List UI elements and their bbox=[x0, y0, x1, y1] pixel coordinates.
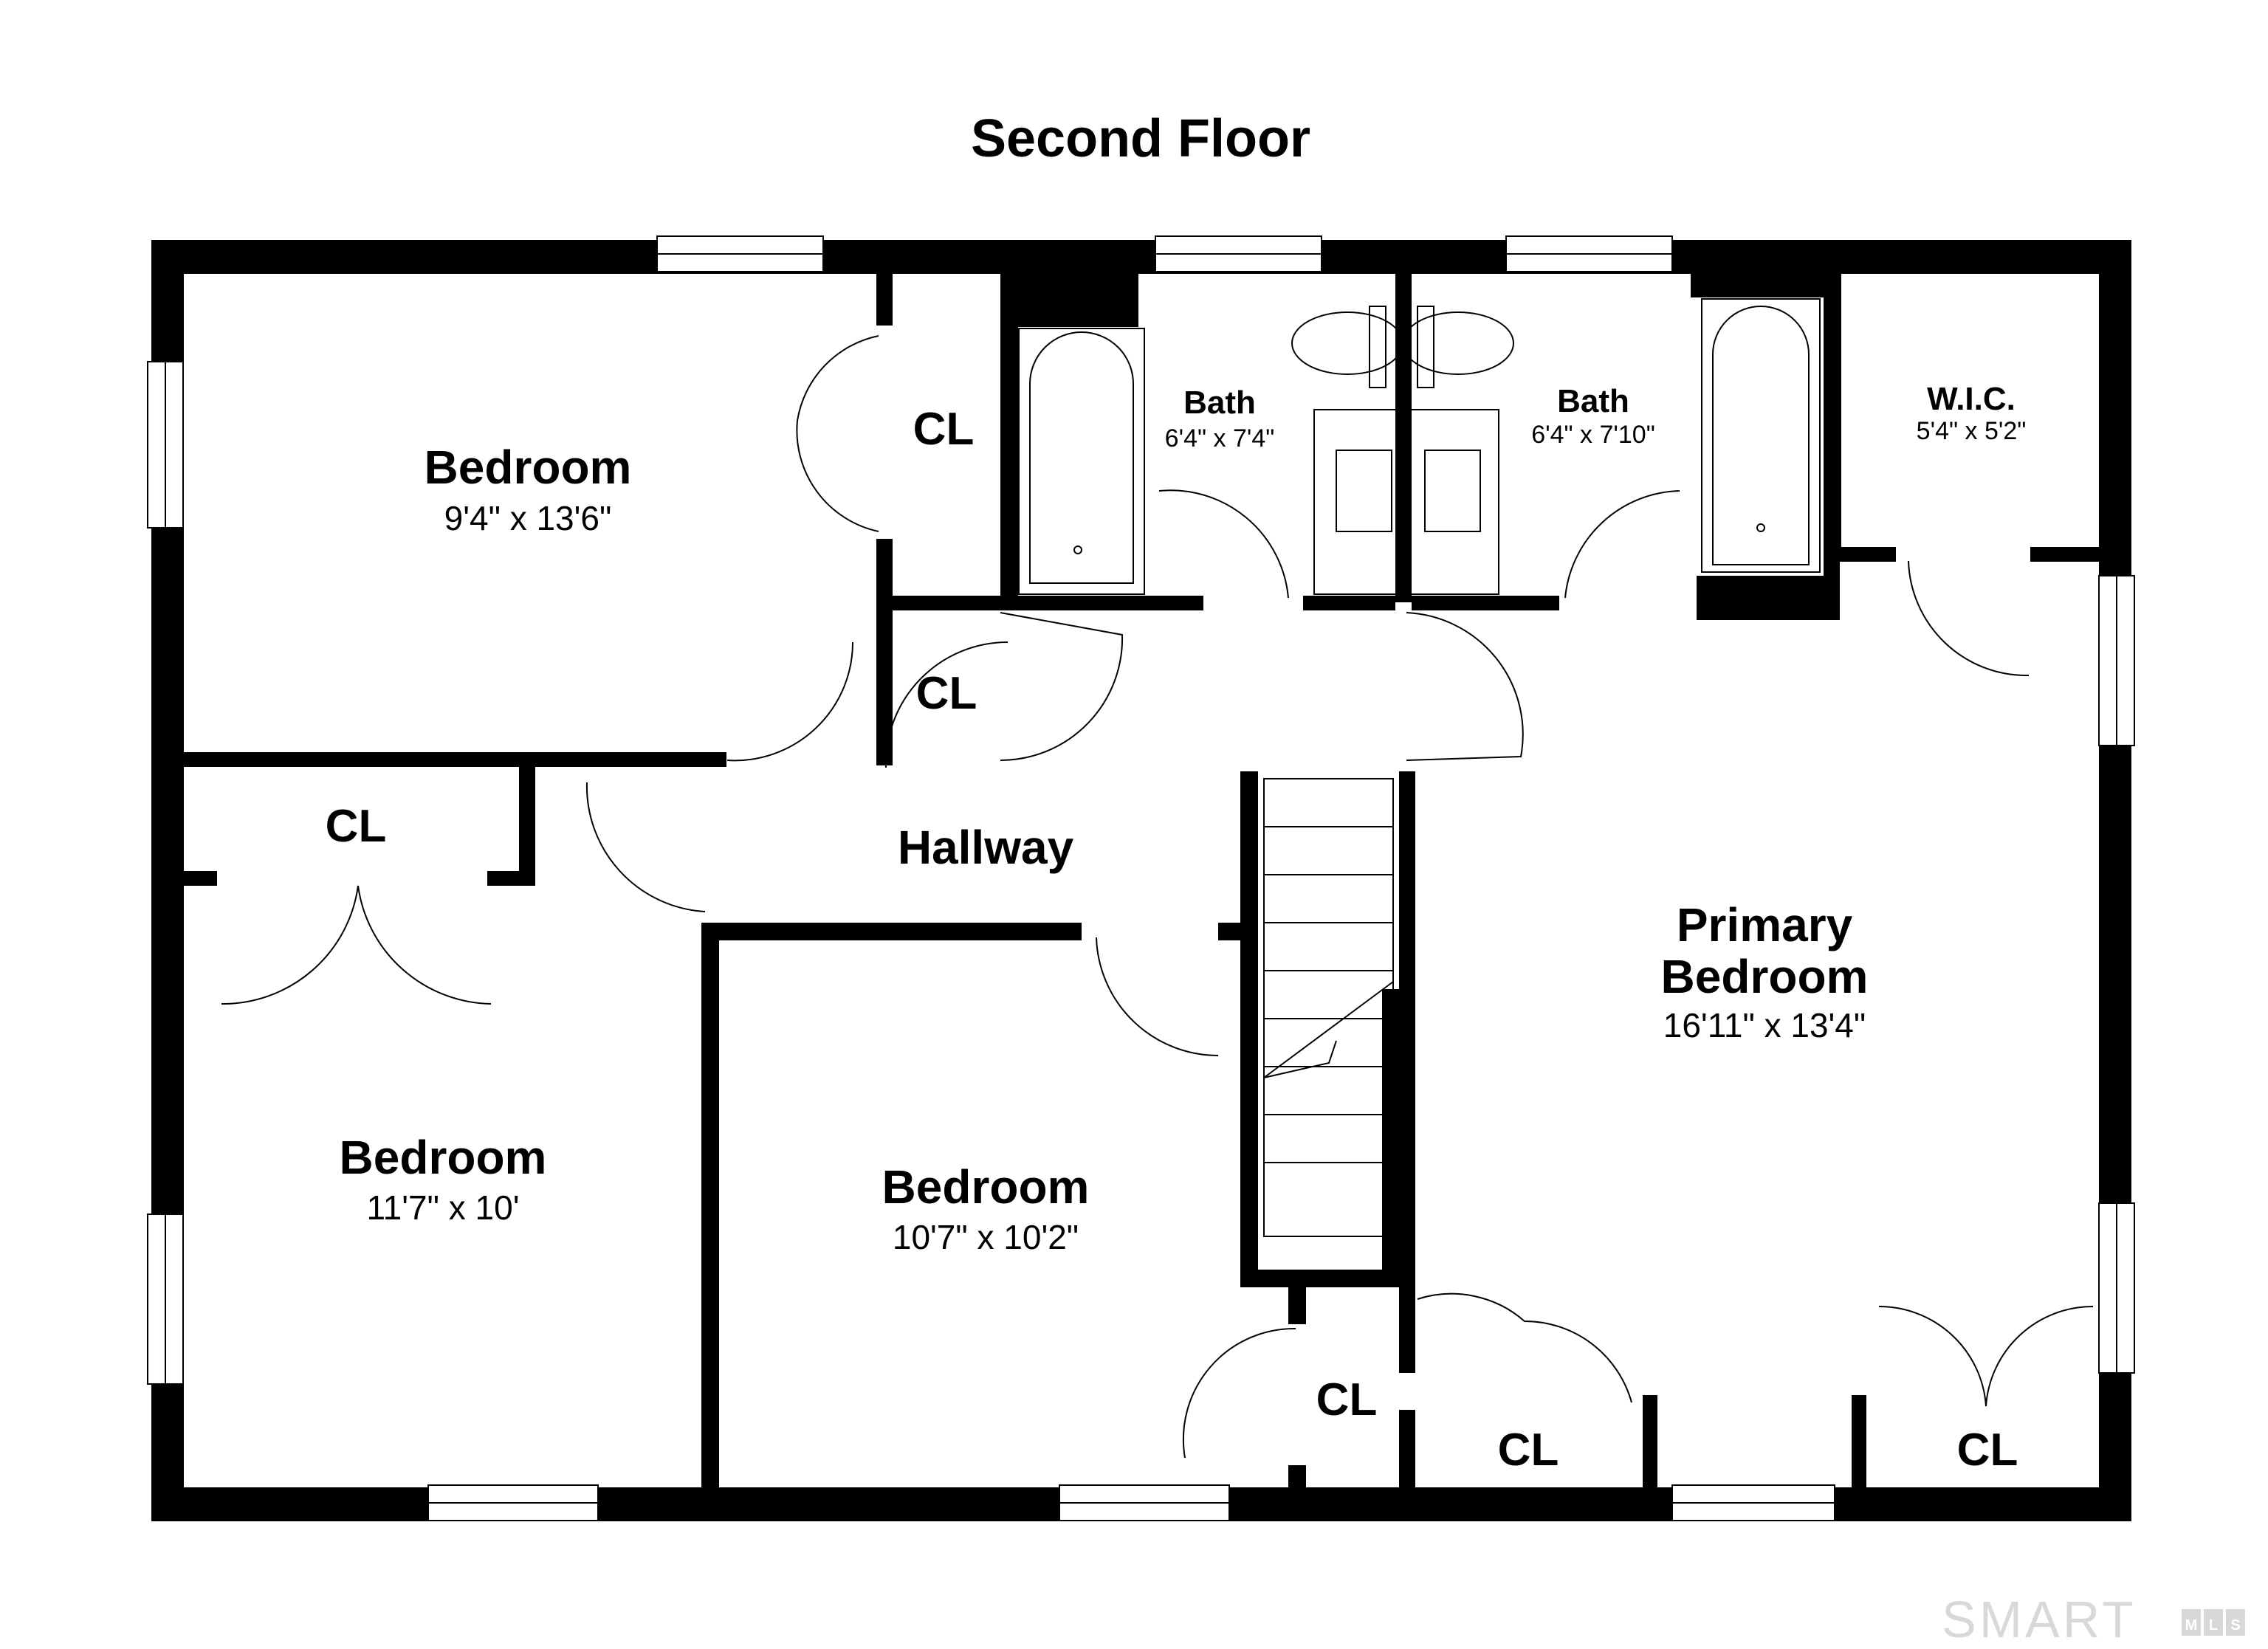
room-name-bedroom-s: Bedroom bbox=[882, 1160, 1090, 1213]
room-labels: Bedroom 9'4" x 13'6" Bath 6'4" x 7'4" Ba… bbox=[326, 381, 2027, 1476]
room-name-wic: W.I.C. bbox=[1927, 381, 2016, 417]
smart-mls-watermark: SMART M L S bbox=[1942, 1591, 2245, 1648]
room-name-primary-line1: Primary bbox=[1677, 898, 1853, 951]
closet-label: CL bbox=[1957, 1425, 2018, 1476]
closet-label: CL bbox=[1498, 1425, 1559, 1476]
room-name-bath-1: Bath bbox=[1183, 385, 1256, 421]
room-dims-bedroom-nw: 9'4" x 13'6" bbox=[444, 499, 612, 537]
closet-label: CL bbox=[913, 404, 975, 455]
door-swings bbox=[221, 335, 2094, 1459]
room-name-bedroom-nw: Bedroom bbox=[425, 441, 632, 494]
closet-label: CL bbox=[1316, 1374, 1378, 1425]
watermark-letter-m: M bbox=[2185, 1617, 2198, 1633]
closet-label: CL bbox=[916, 668, 977, 719]
room-name-primary-line2: Bedroom bbox=[1661, 950, 1869, 1003]
watermark-letter-s: S bbox=[2230, 1617, 2240, 1633]
stair-treads bbox=[1263, 778, 1394, 1237]
room-name-hallway: Hallway bbox=[898, 821, 1074, 874]
room-dims-bedroom-sw: 11'7" x 10' bbox=[367, 1188, 520, 1227]
room-name-bath-2: Bath bbox=[1557, 383, 1629, 419]
bath-fixtures bbox=[1018, 298, 1821, 595]
room-dims-primary: 16'11" x 13'4" bbox=[1663, 1006, 1866, 1044]
room-dims-bedroom-s: 10'7" x 10'2" bbox=[893, 1218, 1079, 1256]
room-name-bedroom-sw: Bedroom bbox=[340, 1131, 547, 1184]
room-dims-bath-2: 6'4" x 7'10" bbox=[1531, 421, 1655, 449]
room-dims-wic: 5'4" x 5'2" bbox=[1917, 417, 2027, 445]
closet-label: CL bbox=[326, 801, 387, 852]
floor-title: Second Floor bbox=[971, 109, 1310, 168]
watermark-text: SMART bbox=[1942, 1591, 2137, 1648]
watermark-letter-l: L bbox=[2209, 1617, 2218, 1633]
room-dims-bath-1: 6'4" x 7'4" bbox=[1165, 424, 1275, 452]
windows bbox=[147, 235, 2135, 1521]
